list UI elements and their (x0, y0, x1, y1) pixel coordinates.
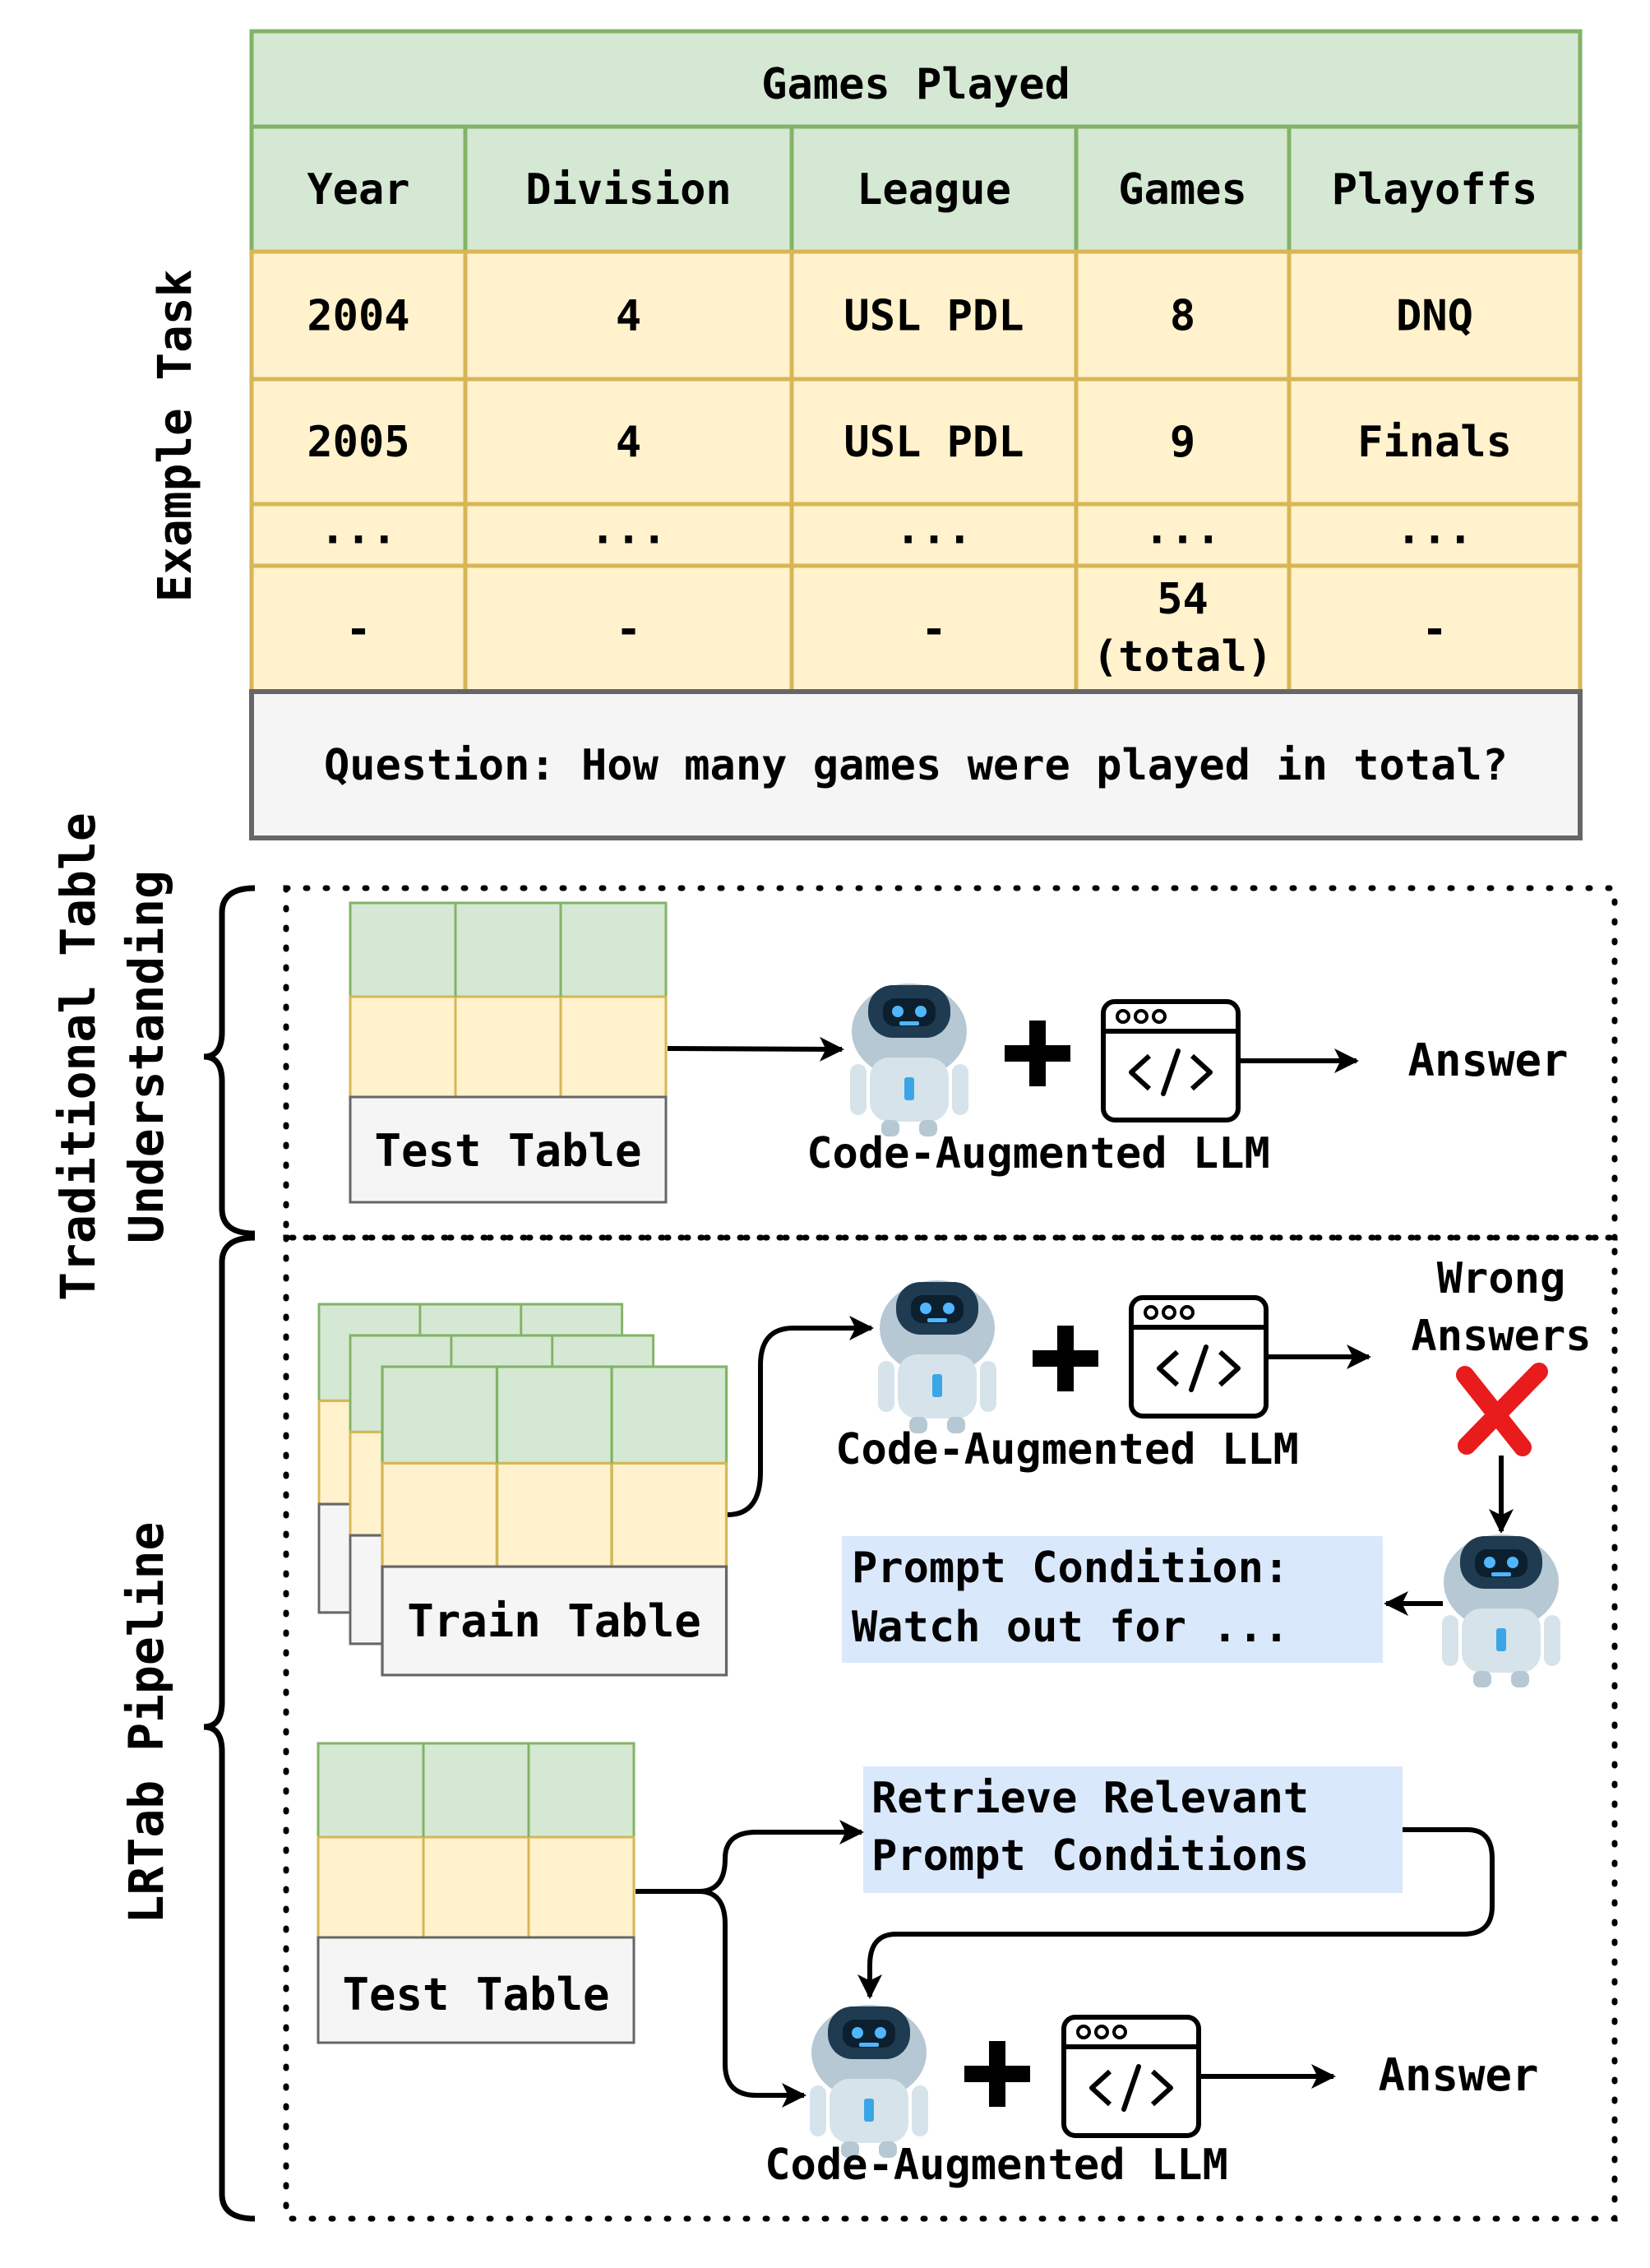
table-cell (1287, 377, 1583, 507)
arrow-icon (857, 1827, 1495, 1999)
table-cell-value: ... (895, 505, 973, 554)
example-task-label: Example Task (149, 270, 202, 603)
table-header-row: Year Division League Games Playoffs (249, 124, 1583, 254)
prompt-condition-line2: Watch out for ... (852, 1603, 1289, 1652)
table-cell (249, 377, 468, 507)
table-cell (463, 563, 794, 694)
table-header-label: Division (525, 165, 731, 215)
table-cell-value: ... (320, 505, 397, 554)
table-header-cell (1287, 124, 1583, 254)
table-cell (249, 502, 468, 568)
question-text: Question: How many games were played in … (324, 741, 1508, 790)
plus-icon (1005, 1021, 1070, 1086)
table-cell-value: ... (1144, 505, 1222, 554)
plus-icon (1033, 1326, 1098, 1391)
table-cell-value: DNQ (1396, 292, 1473, 341)
table-header-cell (249, 124, 468, 254)
table-cell (1287, 502, 1583, 568)
code-window-icon (1064, 2017, 1199, 2136)
table-cell-value: - (345, 605, 371, 655)
lrtab-label: LRTab Pipeline (118, 1522, 174, 1924)
table-cell-value: 8 (1170, 292, 1195, 341)
traditional-panel (283, 885, 1618, 1241)
table-cell-value: ... (1396, 505, 1473, 554)
retrieve-line1: Retrieve Relevant (871, 1774, 1309, 1823)
lrtab-test-table-label: Test Table (342, 1969, 609, 2020)
table-cell-value: Finals (1357, 418, 1512, 467)
prompt-condition-line1: Prompt Condition: (852, 1544, 1289, 1593)
arrow-icon (698, 1889, 807, 2108)
table-cell (789, 502, 1079, 568)
robot-icon (810, 2005, 928, 2158)
table-cell-value: - (1421, 605, 1447, 655)
arrow-icon (727, 1316, 874, 1517)
lrtab-panel (283, 1234, 1618, 2222)
table-title-cell (249, 29, 1583, 129)
table-cell (1287, 563, 1583, 694)
traditional-brace-icon (203, 885, 256, 1237)
table-cell-value: 4 (616, 292, 641, 341)
traditional-llm-label: Code-Augmented LLM (807, 1129, 1270, 1178)
table-cell-value: - (616, 605, 641, 655)
table-cell (249, 563, 468, 694)
table-cell-value: USL PDL (843, 292, 1024, 341)
traditional-label-line2: Understanding (118, 870, 174, 1243)
train-table-label: Train Table (407, 1595, 701, 1647)
robot-icon (1442, 1534, 1560, 1687)
robot-icon (878, 1280, 996, 1433)
retrieve-box (863, 1766, 1403, 1893)
table-cell-value: 54(total) (1093, 575, 1273, 682)
table-cell-value: - (921, 605, 946, 655)
table-cell-value: USL PDL (843, 418, 1024, 467)
table-cell-value: 9 (1170, 418, 1195, 467)
table-header-label: League (857, 165, 1011, 215)
table-header-label: Year (307, 165, 409, 215)
lrtab-brace-icon (203, 1234, 256, 2222)
wrong-answers-line1: Wrong (1437, 1254, 1566, 1303)
code-window-icon (1131, 1298, 1266, 1416)
table-header-label: Games (1118, 165, 1247, 215)
lrtab-answer: Answer (1378, 2049, 1538, 2101)
table-cell (1074, 502, 1292, 568)
table-cell (1287, 249, 1583, 382)
question-box (249, 689, 1583, 840)
wrong-answers-line2: Answers (1411, 1312, 1591, 1361)
plus-icon (964, 2041, 1030, 2107)
table-header-label: Playoffs (1332, 165, 1537, 215)
table-title: Games Played (761, 60, 1070, 109)
cross-icon (1456, 1363, 1548, 1456)
arrow-icon (636, 1820, 864, 1894)
table-cell (789, 377, 1079, 507)
arrow-icon (667, 1036, 844, 1062)
games-played-table: Games Played Year Division League Games Play… (249, 29, 1583, 694)
table-cell (1074, 249, 1292, 382)
traditional-answer: Answer (1407, 1034, 1568, 1086)
prompt-condition-box (842, 1536, 1383, 1663)
traditional-label-line1: Traditional Table (50, 812, 106, 1301)
table-cell (463, 249, 794, 382)
robot-icon (850, 984, 968, 1136)
table-cell-value: 2005 (307, 418, 409, 467)
table-cell-value: ... (590, 505, 668, 554)
table-cell-value: 4 (616, 418, 641, 467)
train-llm-label: Code-Augmented LLM (835, 1425, 1299, 1474)
traditional-test-table-label: Test Table (374, 1125, 641, 1177)
retrieve-line2: Prompt Conditions (871, 1831, 1309, 1881)
code-window-icon (1103, 1002, 1238, 1120)
table-cell-value: 2004 (307, 292, 409, 341)
test-llm-label: Code-Augmented LLM (765, 2141, 1228, 2190)
